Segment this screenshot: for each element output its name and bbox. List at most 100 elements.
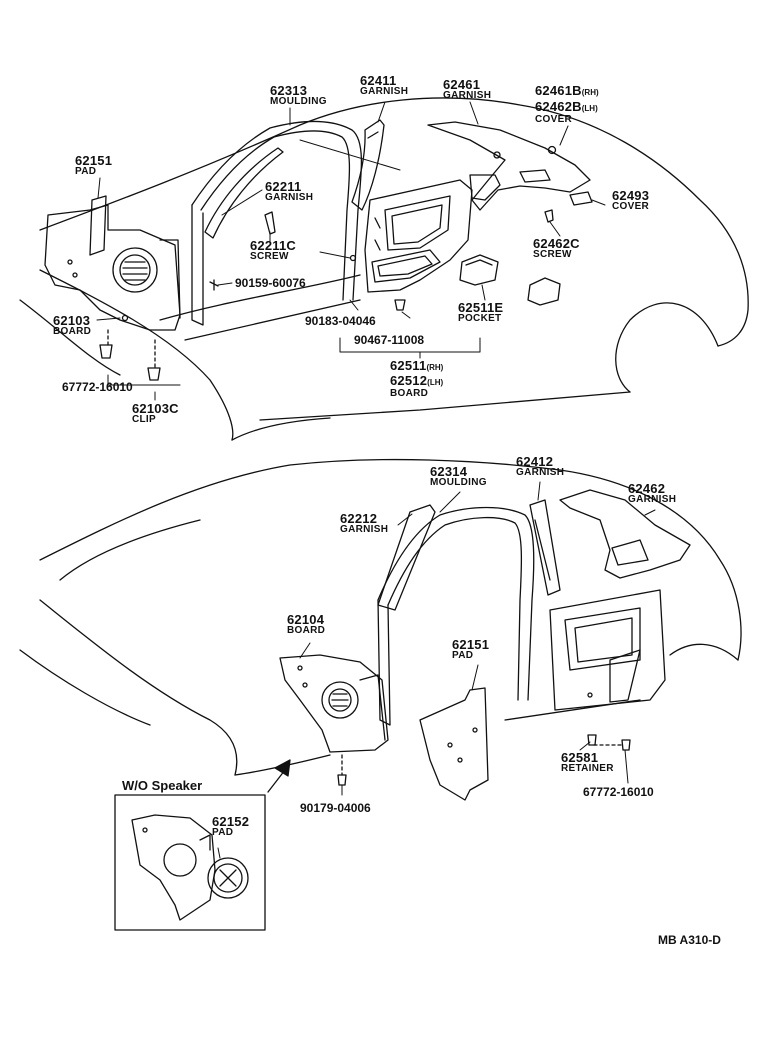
- garnish-62212: [377, 504, 436, 611]
- label-62103: 62103 BOARD: [53, 314, 91, 337]
- part-number: 62511: [390, 358, 427, 373]
- label-62493: 62493 COVER: [612, 189, 649, 212]
- part-name: MOULDING: [430, 477, 487, 488]
- part-name: SCREW: [533, 249, 572, 260]
- side-suffix: (RH): [426, 363, 444, 372]
- label-62512: 62512(LH) BOARD: [390, 373, 443, 399]
- label-62461b: 62461B(RH): [535, 83, 599, 99]
- part-number: 62411: [360, 73, 397, 88]
- part-name: GARNISH: [360, 86, 409, 97]
- part-number: 62412: [516, 454, 554, 469]
- part-number: 62212: [340, 511, 378, 526]
- label-90179: 90179-04006: [300, 802, 371, 814]
- garnish-62462: [559, 489, 691, 579]
- garnish-62461: [427, 121, 591, 211]
- side-suffix: (LH): [581, 104, 598, 113]
- moulding-62313: [191, 120, 363, 326]
- side-suffix: (LH): [427, 378, 444, 387]
- label-62461: 62461 GARNISH: [443, 78, 491, 101]
- part-name: PAD: [75, 166, 97, 177]
- board-62103: [44, 195, 181, 331]
- label-62314: 62314 MOULDING: [430, 465, 487, 488]
- part-number: 62462C: [533, 236, 580, 251]
- inset-title: W/O Speaker: [122, 778, 203, 793]
- board-62104: [279, 654, 389, 753]
- part-number: 62211C: [250, 238, 297, 253]
- label-90183: 90183-04046: [305, 315, 376, 327]
- part-name: GARNISH: [628, 494, 677, 505]
- part-name: RETAINER: [561, 763, 614, 774]
- part-name: PAD: [212, 827, 234, 838]
- label-62462b: 62462B(LH) COVER: [535, 99, 598, 125]
- bottom-leader-lines: [299, 481, 656, 796]
- part-number: 62493: [612, 188, 650, 203]
- part-name: COVER: [612, 201, 650, 212]
- top-leader-lines: [96, 101, 606, 401]
- label-62151-top: 62151 PAD: [75, 154, 112, 177]
- part-number: 62462: [628, 481, 666, 496]
- part-number: 62581: [561, 750, 599, 765]
- bottom-fasteners: [337, 734, 631, 786]
- inset-pad-62152: [131, 814, 249, 921]
- label-62313: 62313 MOULDING: [270, 84, 327, 107]
- part-number: 62151: [452, 637, 490, 652]
- label-62104: 62104 BOARD: [287, 613, 325, 636]
- top-car-outline: [19, 97, 749, 441]
- label-62212: 62212 GARNISH: [340, 512, 388, 535]
- part-number: 90159-60076: [235, 276, 306, 290]
- part-name: PAD: [452, 650, 474, 661]
- label-90159: 90159-60076: [235, 277, 306, 289]
- part-name: MOULDING: [270, 96, 327, 107]
- pad-62151-bottom: [419, 687, 489, 801]
- part-number: 90467-11008: [354, 333, 425, 347]
- garnish-62411: [351, 119, 385, 211]
- label-62211: 62211 GARNISH: [265, 180, 313, 203]
- part-name: BOARD: [53, 326, 92, 337]
- part-number: 62511E: [458, 300, 504, 315]
- part-number: 62103: [53, 313, 91, 328]
- part-number: 62211: [265, 179, 302, 194]
- cover-62493: [569, 191, 593, 206]
- part-number: 62462B: [535, 99, 582, 114]
- part-name: GARNISH: [516, 467, 565, 478]
- figure-code: MB A310-D: [658, 933, 721, 947]
- part-name: GARNISH: [340, 524, 389, 535]
- label-62411: 62411 GARNISH: [360, 74, 408, 97]
- inset-leader: [217, 847, 221, 859]
- part-number: 90183-04046: [305, 314, 376, 328]
- part-name: SCREW: [250, 251, 289, 262]
- part-number: 62151: [75, 153, 113, 168]
- label-62462c: 62462C SCREW: [533, 237, 580, 260]
- label-62211c: 62211C SCREW: [250, 239, 296, 262]
- bottom-car-outline: [19, 458, 742, 776]
- part-number: 62461B: [535, 83, 582, 98]
- side-suffix: (RH): [581, 88, 599, 97]
- part-name: BOARD: [287, 625, 326, 636]
- part-number: 62313: [270, 83, 308, 98]
- garnish-62412: [529, 499, 561, 596]
- part-number: 67772-16010: [62, 380, 133, 394]
- label-62462: 62462 GARNISH: [628, 482, 676, 505]
- part-number: 62104: [287, 612, 325, 627]
- part-number: 90179-04006: [300, 801, 371, 815]
- label-62511e: 62511E POCKET: [458, 301, 503, 324]
- top-fasteners: [99, 209, 554, 381]
- part-number: 62512: [390, 373, 428, 388]
- part-number: 67772-16010: [583, 785, 654, 799]
- part-name: GARNISH: [265, 192, 314, 203]
- part-number: 62152: [212, 814, 250, 829]
- label-62511: 62511(RH): [390, 358, 443, 374]
- label-62581: 62581 RETAINER: [561, 751, 614, 774]
- label-62103c: 62103C CLIP: [132, 402, 179, 425]
- label-90467: 90467-11008: [354, 334, 424, 346]
- label-62152: 62152 PAD: [212, 815, 249, 838]
- inset-frame: [114, 794, 266, 931]
- door-board-bottom: [549, 589, 666, 711]
- part-name: BOARD: [390, 388, 429, 399]
- part-name: CLIP: [132, 414, 156, 425]
- label-67772-bottom: 67772-16010: [583, 786, 654, 798]
- part-number: 62103C: [132, 401, 179, 416]
- label-62151-bottom: 62151 PAD: [452, 638, 489, 661]
- moulding-62314: [377, 506, 535, 726]
